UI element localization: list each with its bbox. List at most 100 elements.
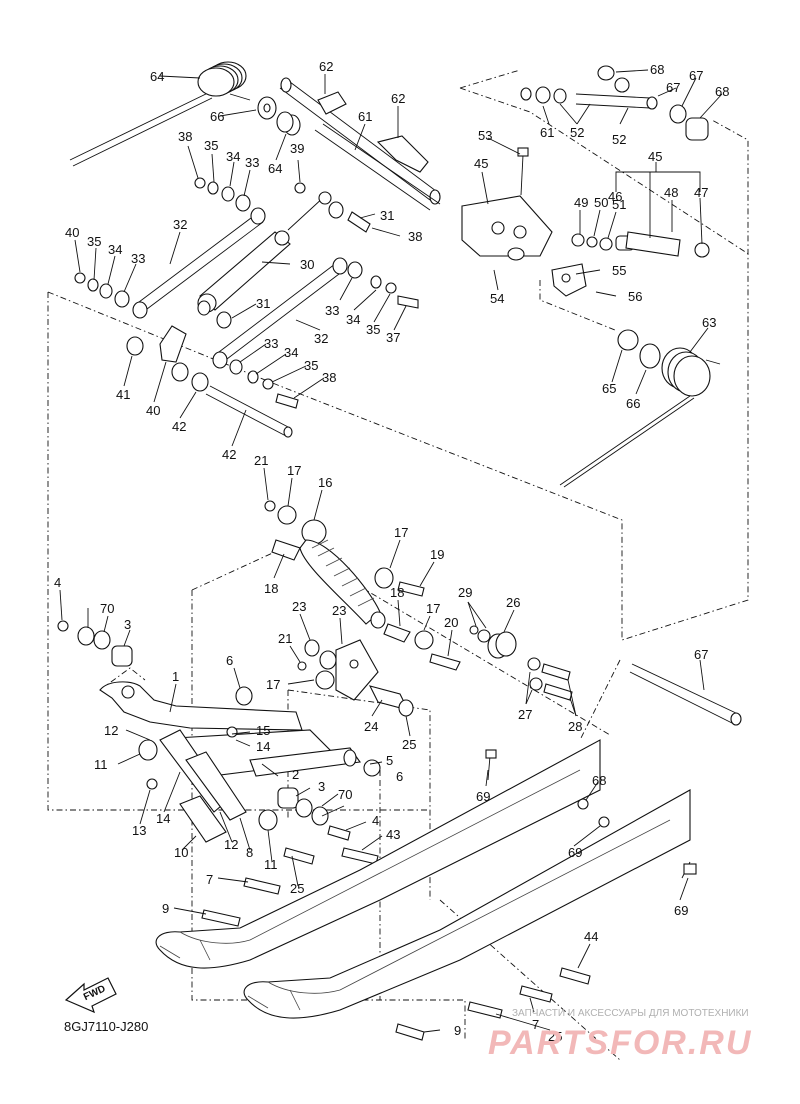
shock-30 — [197, 191, 332, 313]
callout-36: 38 — [322, 370, 336, 385]
callout-69: 70 — [100, 601, 114, 616]
callout-69: 70 — [338, 787, 352, 802]
callout-21: 21 — [254, 453, 268, 468]
shock-16 — [299, 519, 386, 629]
callout-38: 40 — [65, 225, 79, 240]
callout-54: 55 — [612, 263, 626, 278]
leader-lines — [59, 69, 723, 1033]
callout-33: 33 — [325, 303, 339, 318]
callout-21: 21 — [278, 631, 292, 646]
torsion-spring-right — [559, 347, 721, 488]
callout-38: 39 — [290, 141, 304, 156]
callout-14: 14 — [256, 739, 270, 754]
callout-35: 35 — [87, 234, 101, 249]
callout-50: 51 — [612, 197, 626, 212]
callout-56: 61 — [540, 125, 554, 140]
callout-4: 4 — [372, 813, 379, 828]
callout-60: 64 — [150, 69, 164, 84]
callout-58: 62 — [319, 59, 333, 74]
callout-34: 34 — [346, 312, 360, 327]
callout-47: 52 — [612, 132, 626, 147]
callout-42: 43 — [386, 827, 400, 842]
callout-35: 35 — [204, 138, 218, 153]
bushing-11 — [138, 739, 158, 761]
callout-18: 18 — [390, 585, 404, 600]
shaft-57 — [279, 77, 441, 211]
callout-6: 6 — [226, 653, 233, 668]
callout-52: 53 — [478, 128, 492, 143]
watermark: ЗАПЧАСТИ И АКСЕССУАРЫ ДЛЯ МОТОТЕХНИКИ PA… — [488, 1008, 752, 1062]
callout-46: 48 — [664, 185, 678, 200]
callout-38: 38 — [178, 129, 192, 144]
bushing-69 — [93, 630, 111, 650]
callout-23: 24 — [364, 719, 378, 734]
callout-41: 42 — [222, 447, 236, 462]
callout-62: 66 — [626, 396, 640, 411]
collar-26 — [469, 625, 517, 659]
callout-31: 31 — [380, 208, 394, 223]
link-32-lower — [212, 257, 348, 369]
callout-17: 17 — [287, 463, 301, 478]
callout-62: 66 — [210, 109, 224, 124]
cap-65 — [597, 65, 615, 81]
callout-37: 38 — [408, 229, 422, 244]
callout-25: 25 — [548, 1029, 562, 1044]
callout-29: 29 — [458, 585, 472, 600]
callout-68: 69 — [674, 903, 688, 918]
callout-34: 34 — [284, 345, 298, 360]
callout-39: 40 — [146, 403, 160, 418]
callout-14: 14 — [156, 811, 170, 826]
lower-assembly — [57, 620, 742, 1041]
callout-68: 69 — [476, 789, 490, 804]
callout-59: 63 — [702, 315, 716, 330]
bracket-22 — [335, 639, 379, 701]
bracket-39 — [159, 325, 187, 363]
callout-3: 3 — [124, 617, 131, 632]
callout-40: 42 — [172, 419, 186, 434]
callout-13: 13 — [132, 823, 146, 838]
callout-27: 27 — [518, 707, 532, 722]
callout-12: 12 — [104, 723, 118, 738]
callout-7: 7 — [206, 872, 213, 887]
callout-15: 15 — [256, 723, 270, 738]
slide-rail-left — [155, 739, 601, 969]
callout-10: 10 — [174, 845, 188, 860]
callout-33: 33 — [245, 155, 259, 170]
callout-32: 32 — [173, 217, 187, 232]
middle-assembly — [264, 500, 573, 717]
callout-61: 64 — [268, 161, 282, 176]
callout-12: 12 — [224, 837, 238, 852]
callout-17: 17 — [426, 601, 440, 616]
callout-45: 46 — [608, 189, 622, 204]
callout-4: 4 — [54, 575, 61, 590]
link-32-upper — [132, 207, 266, 319]
callout-26: 26 — [506, 595, 520, 610]
callout-34: 34 — [108, 242, 122, 257]
shaft-47 — [575, 93, 658, 110]
callout-5: 5 — [386, 753, 393, 768]
callout-9: 9 — [162, 901, 169, 916]
callout-65: 68 — [650, 62, 664, 77]
callout-31: 31 — [256, 296, 270, 311]
callout-labels: 64 66 62 62 61 64 38 35 34 33 39 32 40 3… — [54, 59, 729, 1044]
callout-24: 25 — [402, 737, 416, 752]
upper-assembly — [69, 61, 721, 488]
callout-18: 18 — [264, 581, 278, 596]
callout-11: 11 — [94, 757, 108, 772]
callout-35: 35 — [304, 358, 318, 373]
callout-35: 35 — [366, 322, 380, 337]
pivot-block-43 — [461, 195, 553, 261]
callout-23: 23 — [292, 599, 306, 614]
callout-53: 54 — [490, 291, 504, 306]
bolt-52 — [520, 154, 524, 196]
callout-45: 47 — [694, 185, 708, 200]
callout-58: 62 — [391, 91, 405, 106]
bushing-40-b — [191, 372, 209, 392]
torsion-spring-left — [69, 61, 251, 167]
callout-63: 67 — [694, 647, 708, 662]
small-hardware-top — [74, 177, 419, 409]
fwd-arrow-icon: FWD — [64, 977, 117, 1014]
watermark-brand: PARTSFOR.RU — [488, 1024, 752, 1062]
callout-48: 49 — [574, 195, 588, 210]
